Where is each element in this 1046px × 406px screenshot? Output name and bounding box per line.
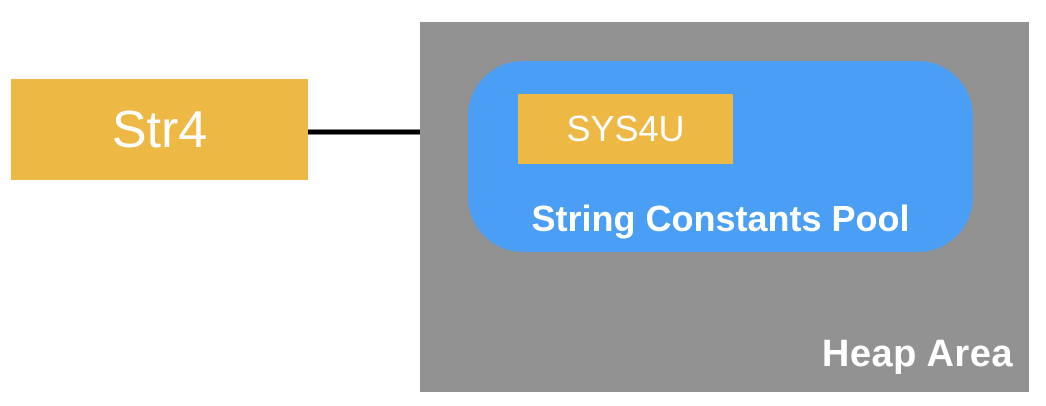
string-literal-label: SYS4U [566, 108, 685, 149]
string-constants-pool-label: String Constants Pool [531, 198, 910, 239]
string-literal-box-sys4u: SYS4U [518, 94, 733, 164]
variable-box-str4: Str4 [11, 79, 308, 180]
heap-area-box: SYS4U String Constants Pool Heap Area [420, 22, 1029, 392]
heap-area-label: Heap Area [821, 333, 1013, 375]
variable-label: Str4 [111, 100, 208, 159]
string-constants-pool-box: SYS4U String Constants Pool [468, 61, 973, 252]
